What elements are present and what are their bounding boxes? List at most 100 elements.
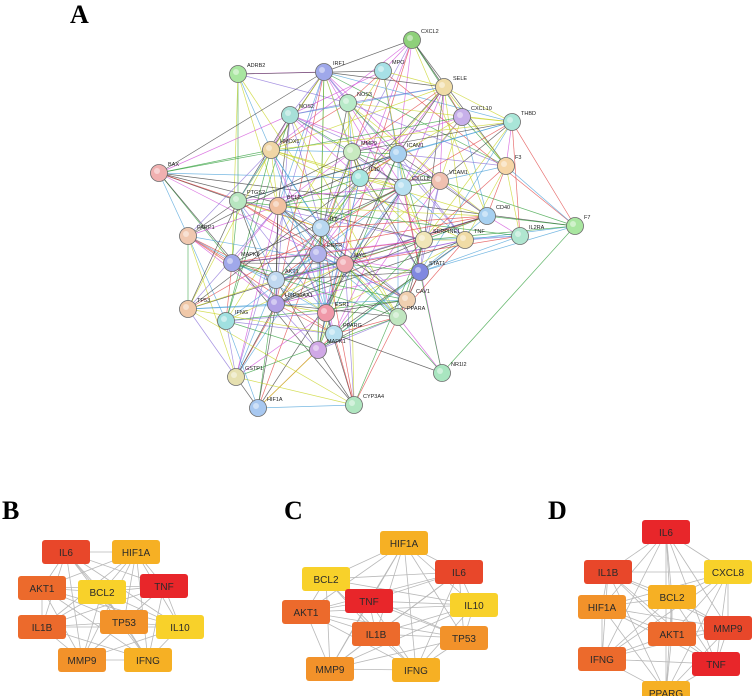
network-node-label: PPARA [407,306,426,312]
network-node-label: MAPK1 [327,339,346,345]
network-node-shine [343,98,349,104]
network-edge [320,227,355,406]
panel-c-letter: C [284,496,303,525]
network-edge [289,86,445,116]
network-edge [275,71,325,305]
network-node: PPARA [389,306,426,326]
network-node-label: STAT1 [429,261,445,267]
network-node-shine [329,329,335,335]
network-node-label: IFNG [235,310,248,316]
network-edge [320,215,488,229]
hub-node-box [282,600,330,624]
network-node-shine [321,308,327,314]
hub-node-box [435,560,483,584]
network-edge [289,114,399,318]
network-edge [317,253,335,335]
network-node-circle [398,291,416,309]
panel-d-letter: D [548,496,567,525]
network-node-shine [439,82,445,88]
network-node-shine [570,221,576,227]
network-node-circle [389,308,407,326]
network-node-label: CXCL10 [471,106,492,112]
network-edge [333,239,425,335]
network-node-shine [313,345,319,351]
network-edge [187,149,272,237]
network-edge [277,177,361,207]
hub-node: AKT1 [282,600,330,624]
network-node: IRF1 [315,61,345,81]
network-node-circle [478,207,496,225]
network-node-shine [419,235,425,241]
network-edge [277,205,346,265]
hub-edge [325,578,475,606]
hub-node-box [642,520,690,544]
network-node-shine [378,66,384,72]
network-edge [382,70,576,227]
network-edge [323,71,513,123]
network-edge [275,303,399,318]
network-node: F7 [566,215,590,235]
hub-node: IL6 [642,520,690,544]
network-edge [231,215,488,264]
hub-node-box [578,647,626,671]
network-edge [231,262,408,301]
hub-node-box [140,574,188,598]
network-edge [359,86,445,179]
hub-node-box [18,615,66,639]
hub-edge [601,571,729,660]
hub-node-box [78,580,126,604]
network-edge [231,262,346,265]
hub-node: IFNG [124,648,172,672]
network-edge [270,149,279,207]
network-edge [187,235,237,378]
hub-node: IL1B [352,622,400,646]
network-edge [419,121,513,273]
hub-node-box [42,540,90,564]
network-node-circle [150,164,168,182]
network-node-circle [566,217,584,235]
network-node-label: CAV1 [416,289,430,295]
network-edge [275,263,346,281]
network-edge [419,271,443,374]
hub-node-box [692,652,740,676]
network-edge [439,180,576,227]
network-edge [277,114,291,207]
network-node-shine [266,145,272,151]
network-edge [317,253,421,273]
network-edge [235,312,327,378]
network-edge [187,151,353,237]
network-node-circle [227,368,245,386]
network-edge [351,151,404,188]
network-edge [289,102,349,116]
network-node-circle [431,172,449,190]
network-edge [323,39,413,73]
hub-node-box [642,681,690,696]
hub-node: IL10 [156,615,204,639]
hub-node-label: TP53 [452,634,476,645]
network-edge [187,205,279,237]
hub-node-box [648,622,696,646]
panel-b-letter: B [2,496,20,525]
network-node: HIF1A [249,397,283,417]
network-edge [225,320,319,351]
network-node-circle [281,106,299,124]
network-node: PPARG [325,323,362,343]
network-edge [397,86,445,155]
hub-node: MMP9 [704,616,752,640]
network-edge [231,239,425,264]
network-edge [275,186,404,281]
network-edge [289,114,399,155]
hub-node: BCL2 [78,580,126,604]
network-edge [397,153,507,167]
hub-node: TNF [345,589,393,613]
network-node-circle [336,255,354,273]
network-edge [323,71,507,167]
network-edge [235,279,277,378]
network-node: IL6 [312,217,338,237]
network-edge [351,151,441,182]
network-node: BCL2 [269,195,301,215]
network-edge [275,303,319,351]
hub-node-box [380,531,428,555]
network-edge [235,205,279,378]
network-edge [187,303,277,310]
